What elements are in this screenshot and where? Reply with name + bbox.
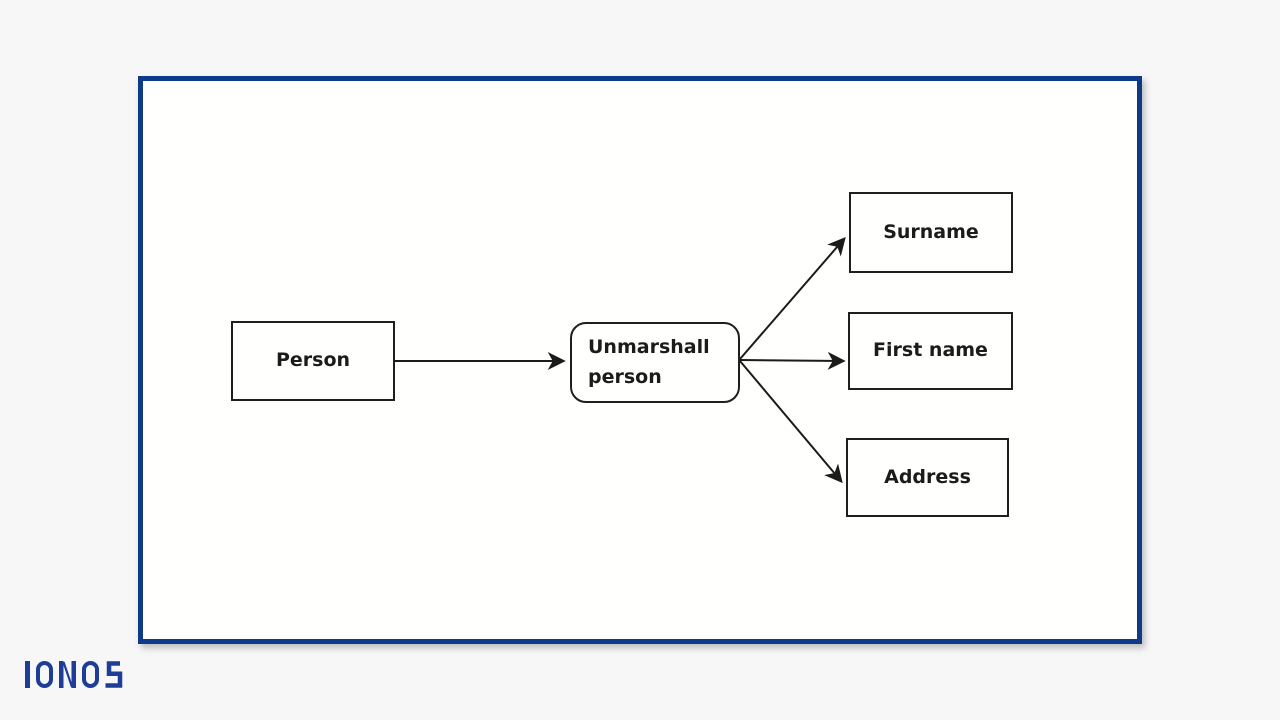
logo-letter-i — [25, 661, 30, 688]
node-surname-label: Surname — [883, 220, 979, 243]
node-surname: Surname — [849, 192, 1013, 273]
logo-text: IONOS — [0, 0, 1, 1]
ionos-logo — [25, 661, 123, 688]
node-person: Person — [231, 321, 395, 401]
logo-letter-n-right — [71, 661, 76, 688]
logo-letter-s — [105, 661, 123, 688]
node-person-label: Person — [275, 349, 351, 372]
node-address: Address — [846, 438, 1009, 517]
node-address-label: Address — [884, 465, 971, 488]
logo-letter-o2 — [82, 661, 99, 688]
logo-letter-o1 — [36, 661, 53, 688]
node-unmarshall-person: Unmarshall person — [570, 322, 740, 403]
node-first-name: First name — [848, 312, 1013, 390]
logo-letter-n-left — [59, 661, 64, 688]
node-unmarshall-person-label: Unmarshall person — [588, 336, 710, 388]
node-first-name-label: First name — [873, 339, 988, 362]
logo-letter-n-diagonal — [62, 661, 74, 688]
